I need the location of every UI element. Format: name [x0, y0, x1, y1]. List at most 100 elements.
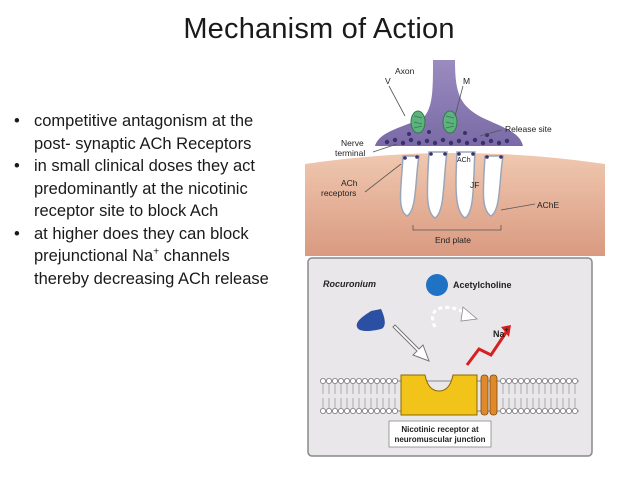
nicotinic-receptor-diagram: Nicotinic receptor at neuromuscular junc… [307, 257, 593, 457]
phospholipid-head [565, 378, 572, 385]
label-receptor: neuromuscular junction [394, 435, 485, 444]
junctional-fold [426, 151, 448, 219]
label-vesicle: V [385, 76, 391, 86]
label-ach-receptors: ACh [341, 178, 358, 188]
mitochondrion [410, 110, 426, 134]
bullet-item: • competitive antagonism at the post- syn… [12, 110, 274, 155]
label-nerve-terminal: Nerve [341, 138, 364, 148]
sodium-channel [480, 374, 489, 416]
phospholipid-head [337, 407, 344, 414]
phospholipid-head [529, 407, 536, 414]
junctional-fold [455, 151, 476, 219]
phospholipid-head [505, 378, 512, 385]
junctional-fold [482, 155, 504, 217]
bullet-item: • in small clinical doses they act predom… [12, 155, 274, 223]
rocuronium-molecule [356, 309, 385, 331]
phospholipid-head [529, 378, 536, 385]
phospholipid-head [356, 378, 363, 385]
phospholipid-head [535, 407, 542, 414]
bullet-text: competitive antagonism at the post- syna… [34, 112, 254, 153]
bullet-dot: • [14, 112, 20, 130]
phospholipid-head [331, 378, 338, 385]
phospholipid-head [350, 407, 357, 414]
phospholipid-head [386, 407, 393, 414]
sodium-channel [489, 374, 498, 416]
phospholipid-head [325, 378, 332, 385]
phospholipid-head [517, 378, 524, 385]
phospholipid-head [571, 378, 578, 385]
label-ach-receptors: receptors [321, 188, 356, 198]
nicotinic-receptor [400, 374, 478, 416]
phospholipid-head [523, 378, 530, 385]
phospholipid-head [380, 407, 387, 414]
phospholipid-head [505, 407, 512, 414]
ach-receptors [403, 152, 503, 160]
phospholipid-head [511, 407, 518, 414]
phospholipid-head [325, 407, 332, 414]
phospholipid-head [553, 407, 560, 414]
label-release-site: Release site [505, 124, 552, 134]
bullet-item: • at higher does they can block prejuncti… [12, 223, 274, 291]
bullet-text: at higher does they can block prejunctio… [34, 224, 249, 266]
label-nerve-terminal: terminal [335, 148, 365, 158]
phospholipid-head [362, 407, 369, 414]
phospholipid-head [547, 378, 554, 385]
phospholipid-head [571, 407, 578, 414]
label-end-plate: End plate [435, 235, 471, 245]
phospholipid-heads [319, 378, 578, 414]
synaptic-vesicles [384, 130, 510, 146]
phospholipid-head [392, 407, 399, 414]
phospholipid-head [499, 378, 506, 385]
phospholipid-head [319, 407, 326, 414]
phospholipid-head [386, 378, 393, 385]
receptor-label-box [388, 420, 492, 448]
phospholipid-head [331, 407, 338, 414]
phospholipid-head [350, 378, 357, 385]
phospholipid-head [362, 378, 369, 385]
acetylcholine-molecule [426, 274, 448, 296]
label-sodium: Na+ [493, 327, 509, 339]
phospholipid-head [344, 378, 351, 385]
phospholipid-head [553, 378, 560, 385]
phospholipid-head [565, 407, 572, 414]
phospholipid-head [559, 407, 566, 414]
red-arrow-icon [465, 330, 509, 366]
label-receptor: Nicotinic receptor at [401, 425, 479, 434]
phospholipid-head [535, 378, 542, 385]
phospholipid-head [344, 407, 351, 414]
phospholipid-head [368, 378, 375, 385]
phospholipid-head [541, 378, 548, 385]
phospholipid-head [499, 407, 506, 414]
phospholipid-head [368, 407, 375, 414]
muscle-fiber [305, 153, 605, 256]
label-axon: Axon [395, 66, 415, 76]
phospholipid-head [511, 378, 518, 385]
bullet-text-continued: channels thereby decreasing ACh release [34, 247, 269, 288]
phospholipid-head [319, 378, 326, 385]
white-arrow-icon [392, 324, 430, 362]
superscript-plus: + [153, 246, 160, 258]
bullet-dot: • [14, 224, 20, 243]
mitochondrion [442, 110, 458, 134]
label-junctional-folds: JF [470, 180, 479, 190]
label-acetylcholine: Acetylcholine [453, 280, 512, 290]
phospholipid-head [380, 378, 387, 385]
bullet-list: • competitive antagonism at the post- syn… [12, 110, 274, 290]
phospholipid-head [337, 378, 344, 385]
slide-title: Mechanism of Action [183, 13, 455, 45]
phospholipid-head [517, 407, 524, 414]
dashed-arrow-icon [431, 305, 470, 328]
phospholipid-head [523, 407, 530, 414]
neuromuscular-junction-diagram: Axon V M Release site Nerve terminal ACh… [305, 60, 605, 256]
label-mitochondrion: M [463, 76, 470, 86]
bullet-text: in small clinical doses they act predomi… [34, 157, 256, 220]
phospholipid-head [392, 378, 399, 385]
phospholipid-head [374, 407, 381, 414]
label-ache: AChE [537, 200, 560, 210]
phospholipid-head [547, 407, 554, 414]
phospholipid-head [541, 407, 548, 414]
label-ach-small: ACh [457, 157, 471, 164]
label-rocuronium: Rocuronium [323, 279, 376, 289]
phospholipid-head [559, 378, 566, 385]
bullet-dot: • [14, 157, 20, 175]
